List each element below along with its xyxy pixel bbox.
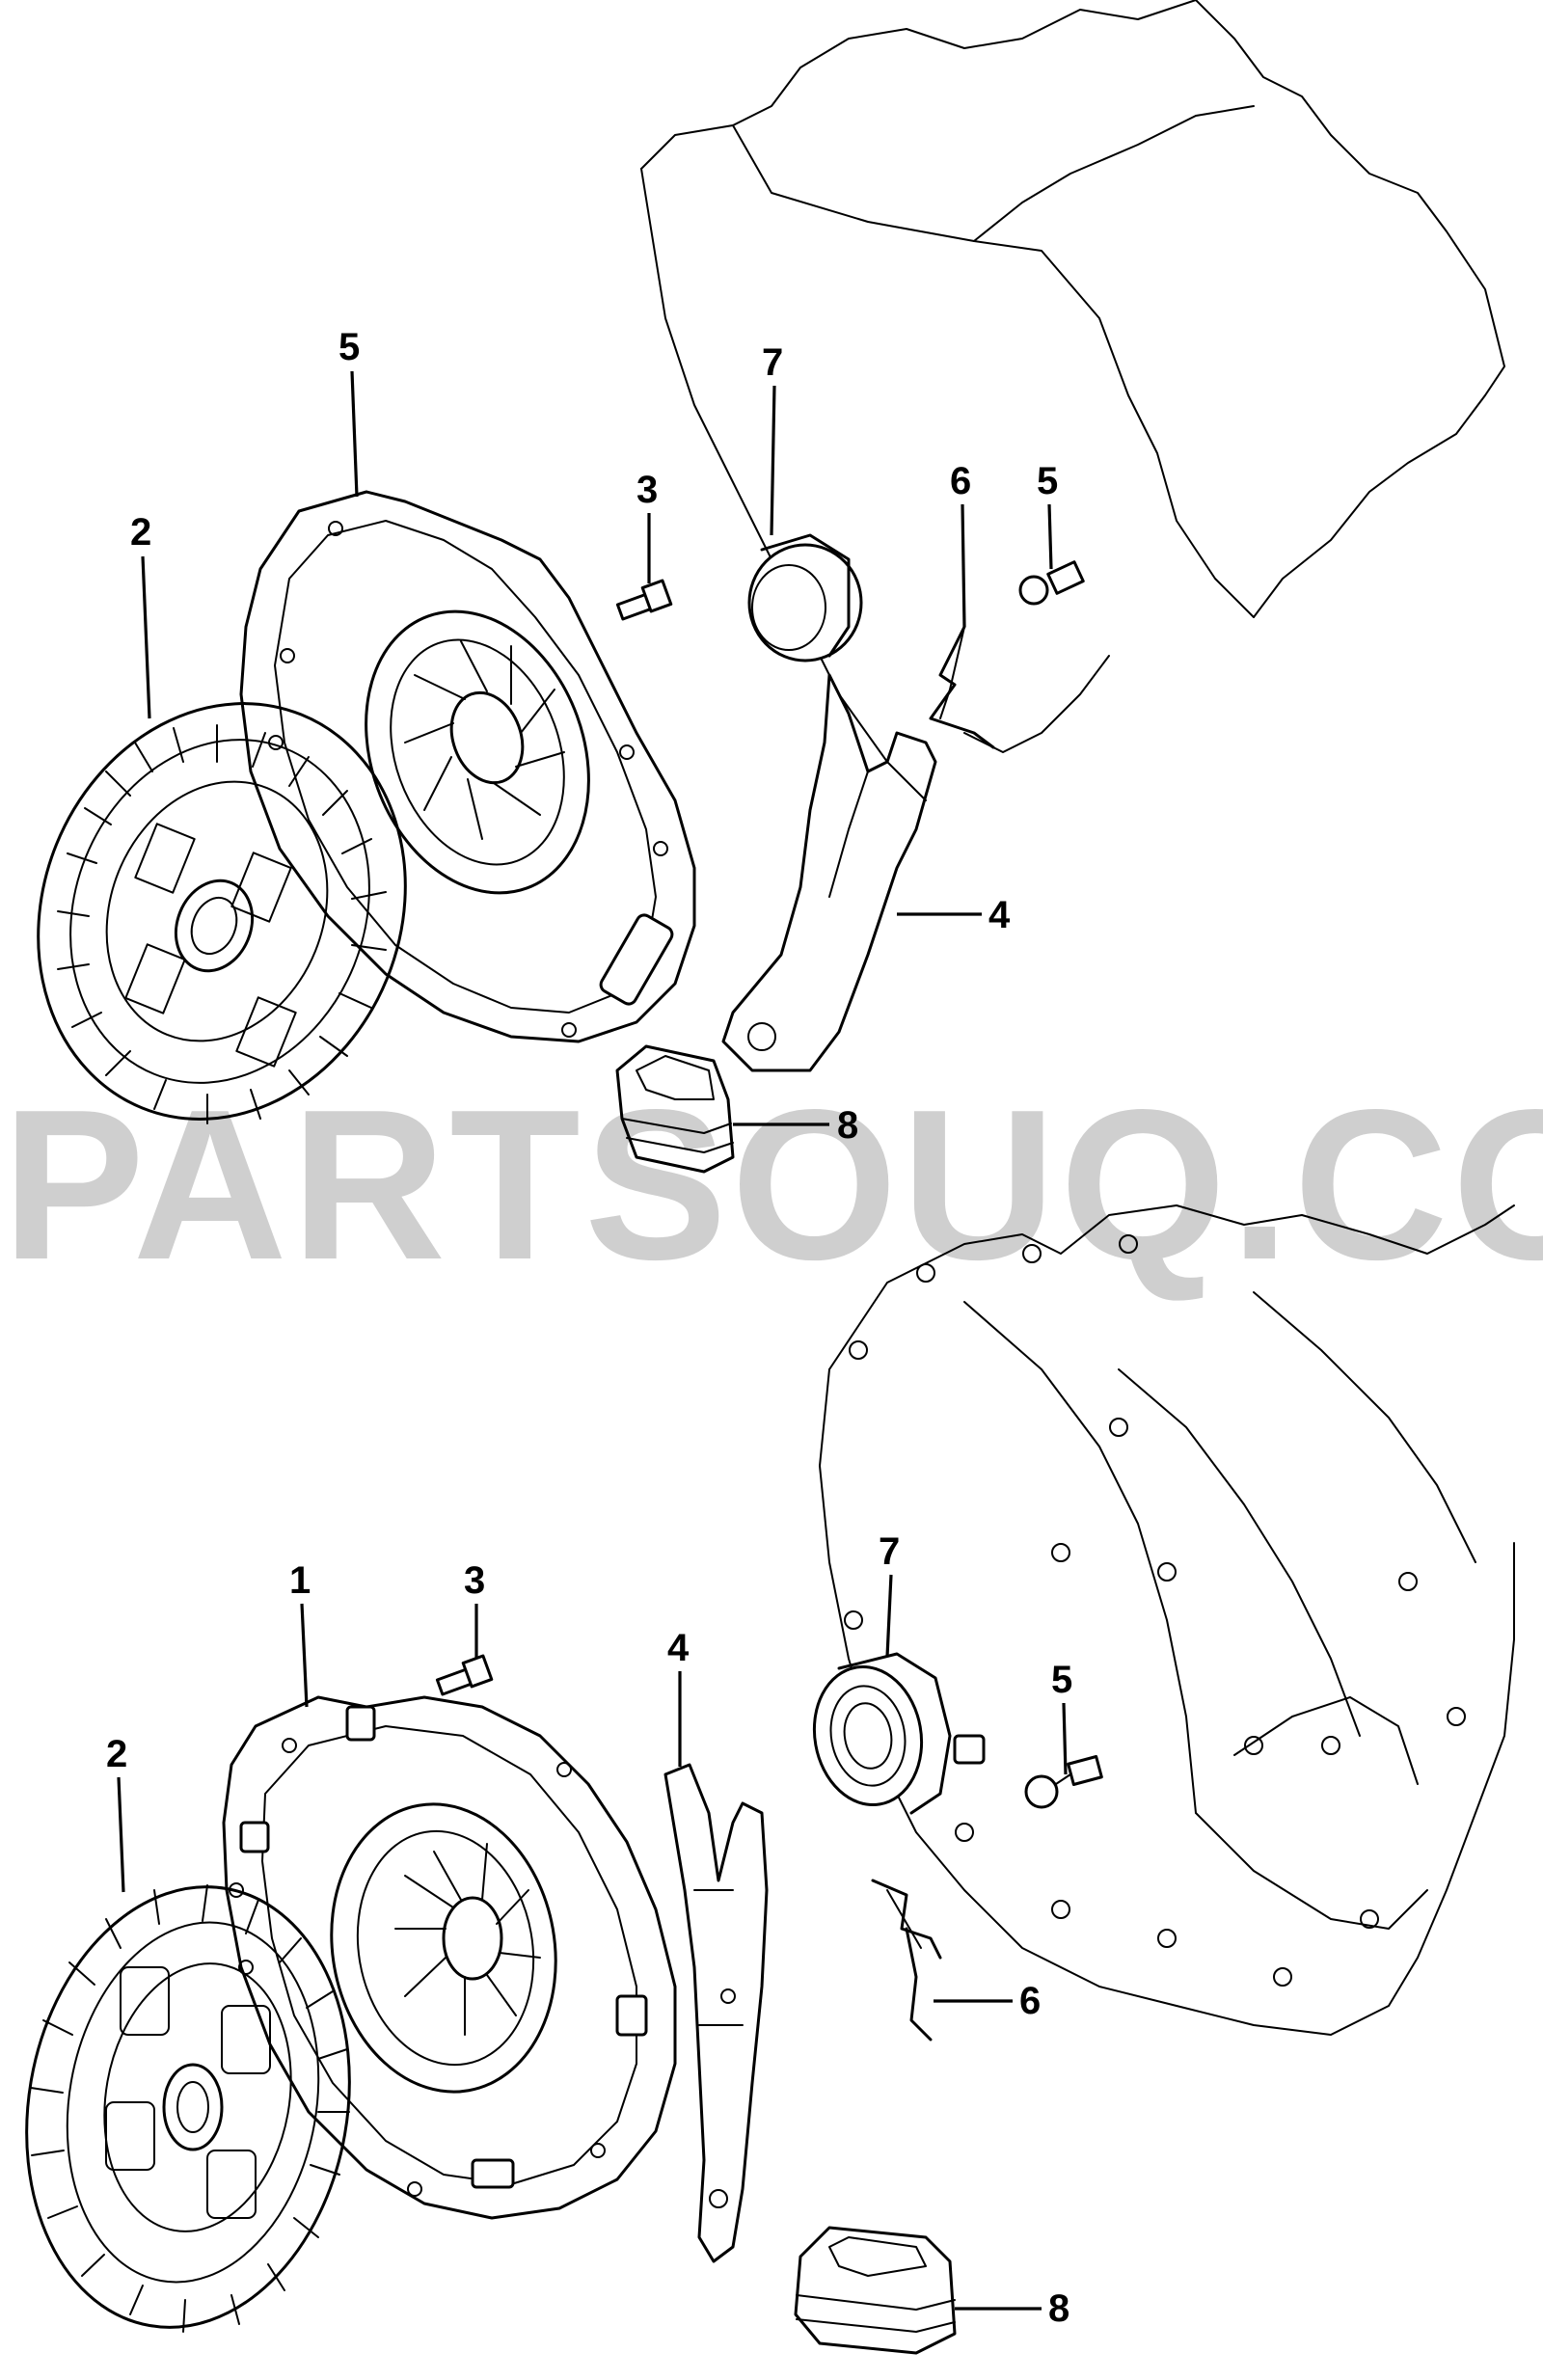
lower-callout-clip: 6 <box>1019 1980 1041 2022</box>
upper-callout-clip: 6 <box>950 460 971 502</box>
upper-callouts: 5 7 3 6 5 2 4 8 <box>130 326 1058 1147</box>
upper-callout-pressure-plate: 5 <box>338 326 360 368</box>
upper-callout-clutch-disc: 2 <box>130 511 151 554</box>
watermark: PARTSOUQ.COM <box>2 1066 1543 1305</box>
upper-callout-ball-stud: 5 <box>1037 460 1058 502</box>
lower-callout-pressure-plate: 1 <box>289 1559 311 1602</box>
lower-transmission-housing <box>819 1204 1515 2036</box>
lower-callout-bolt: 3 <box>464 1559 485 1602</box>
upper-ball-stud <box>1018 560 1085 606</box>
lower-callout-clutch-disc: 2 <box>106 1733 127 1775</box>
lower-callout-release-bearing: 7 <box>879 1530 900 1573</box>
lower-callout-dust-boot: 8 <box>1048 2287 1069 2330</box>
lower-callout-ball-stud: 5 <box>1051 1659 1072 1701</box>
lower-clip <box>871 1879 942 2042</box>
upper-callout-bolt: 3 <box>636 469 658 511</box>
upper-transmission-housing <box>640 0 1505 801</box>
upper-clip <box>929 625 995 749</box>
lower-bolt <box>435 1654 494 1696</box>
upper-bolt <box>615 579 673 621</box>
upper-callout-dust-boot: 8 <box>837 1104 858 1147</box>
lower-release-fork <box>663 1763 769 2263</box>
lower-callouts: 1 3 4 7 5 2 6 8 <box>106 1530 1072 2330</box>
lower-clutch-disc <box>25 1884 351 2333</box>
lower-dust-boot <box>794 2226 957 2355</box>
lower-view: 1 3 4 7 5 2 6 8 <box>25 1204 1515 2355</box>
upper-dust-boot <box>615 1044 735 1174</box>
upper-callout-release-fork: 4 <box>988 894 1011 936</box>
lower-pressure-plate <box>222 1695 677 2220</box>
upper-release-bearing <box>747 533 863 663</box>
lower-callout-release-fork: 4 <box>667 1627 690 1669</box>
upper-release-fork <box>721 673 937 1072</box>
lower-release-bearing <box>812 1652 986 1815</box>
upper-callout-release-bearing: 7 <box>762 341 783 384</box>
upper-view: 5 7 3 6 5 2 4 8 <box>37 0 1505 1174</box>
lower-ball-stud <box>1024 1754 1103 1809</box>
upper-pressure-plate <box>239 490 696 1043</box>
